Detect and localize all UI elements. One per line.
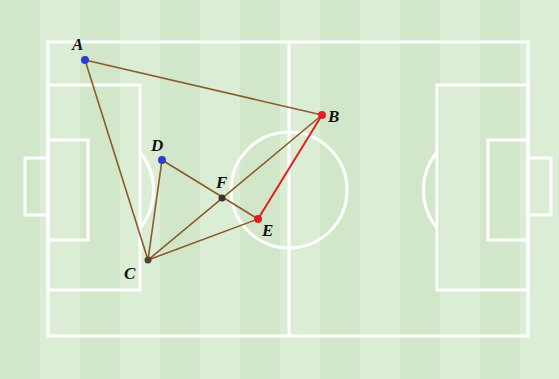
segments [85,60,322,260]
field-lines [25,42,551,336]
point-label: B [328,108,339,125]
points [81,56,326,264]
point-label: F [216,174,227,191]
point-label: D [151,137,163,154]
point-label: A [72,36,83,53]
point-label: C [124,265,135,282]
red-segment [258,115,322,219]
point-label: E [262,222,273,239]
